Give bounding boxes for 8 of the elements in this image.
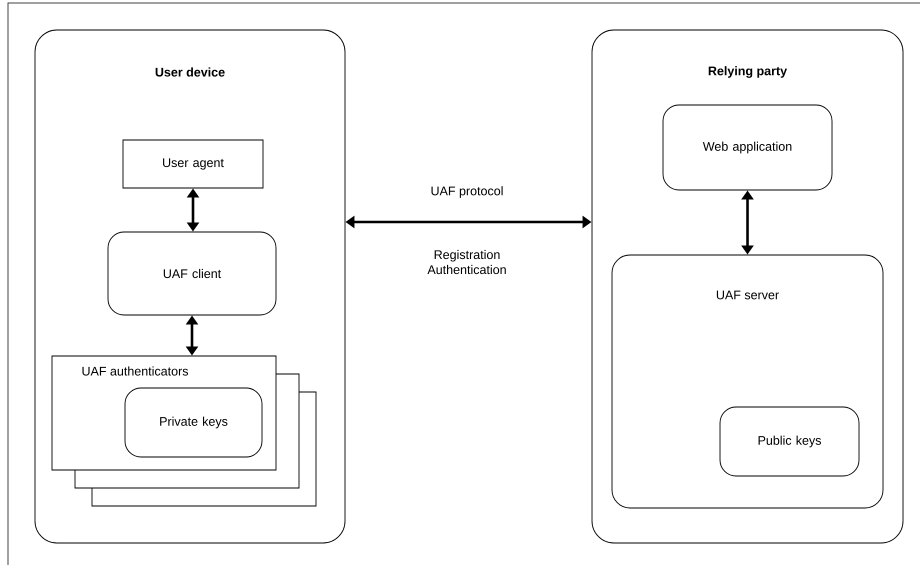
message-label: Registration Authentication (427, 250, 506, 274)
edge-label: UAF protocol (430, 185, 504, 199)
component-box: UAF client (108, 232, 276, 316)
component-box: Private keys (124, 388, 262, 458)
component-box: Public keys (720, 406, 860, 476)
node-label: UAF authenticators (82, 366, 188, 376)
component-box: Web application (662, 104, 832, 190)
component-box: User agent (122, 140, 264, 188)
